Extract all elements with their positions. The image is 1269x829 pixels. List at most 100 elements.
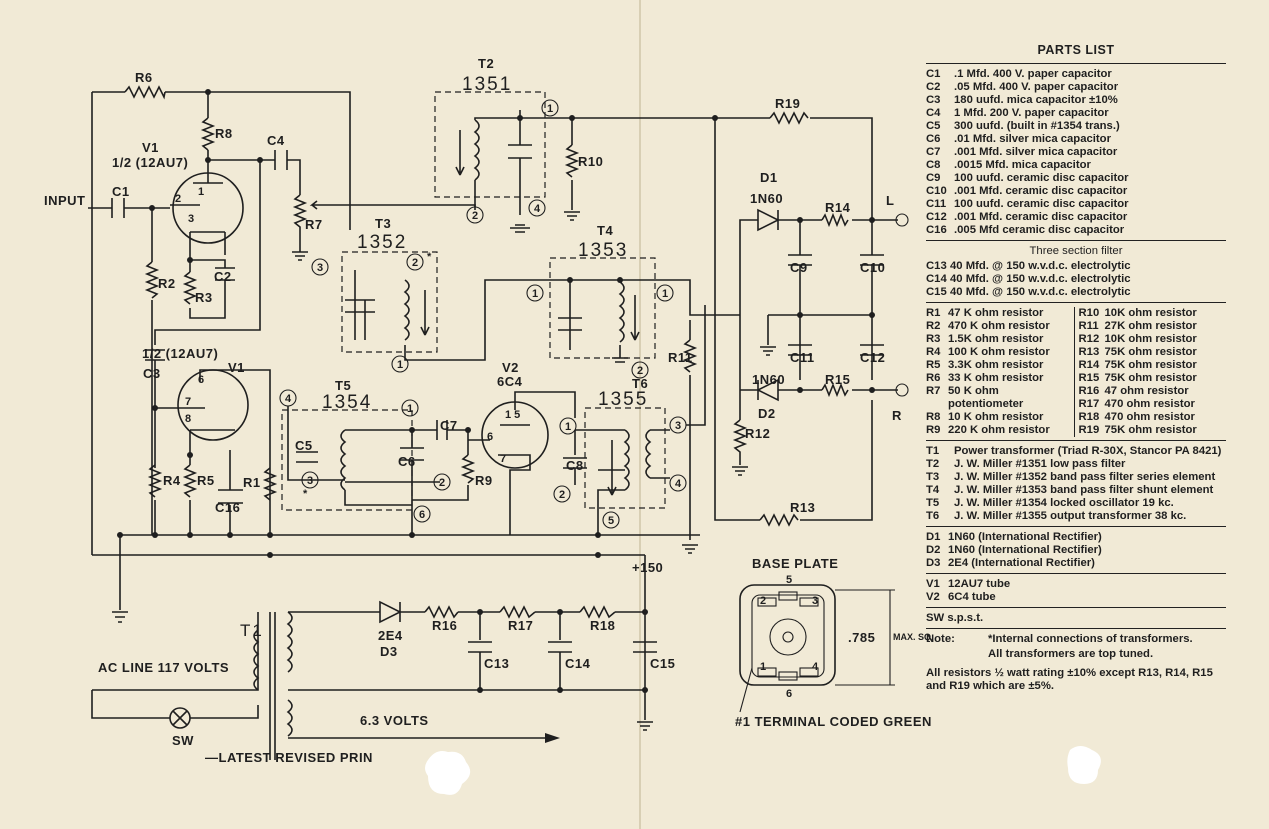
part-description: .01 Mfd. silver mica capacitor <box>954 133 1111 145</box>
part-description: 2E4 (International Rectifier) <box>948 557 1095 569</box>
part-ref: T3 <box>926 471 940 483</box>
r3-label: R3 <box>195 290 213 305</box>
r12-resistor <box>732 419 748 476</box>
r2-resistor <box>144 261 160 299</box>
v2-label: V2 <box>502 360 519 375</box>
part-ref: R2 <box>926 320 941 332</box>
svg-text:3: 3 <box>675 420 681 432</box>
capacitors-entry: C8.0015 Mfd. mica capacitor <box>926 159 1226 172</box>
t1-label: T1 <box>240 621 264 640</box>
c11-label: C11 <box>790 350 815 365</box>
t5-number: 1354 <box>322 392 372 413</box>
svg-text:2: 2 <box>559 489 565 501</box>
d2-label: D2 <box>758 406 776 421</box>
svg-text:5: 5 <box>786 574 792 586</box>
svg-text:6: 6 <box>786 688 792 700</box>
note-label: Note: <box>926 633 955 645</box>
r5-label: R5 <box>197 473 215 488</box>
part-description: Power transformer (Triad R-30X, Stancor … <box>954 445 1222 457</box>
part-description: 470 K ohm resistor <box>948 320 1050 332</box>
part-description: J. W. Miller #1352 band pass filter seri… <box>954 471 1216 483</box>
part-ref: C1 <box>926 68 941 80</box>
t3-label: T3 <box>375 216 391 231</box>
svg-text:7: 7 <box>500 453 506 465</box>
part-ref: C13 <box>926 260 947 272</box>
switch-entry: SW s.p.s.t. <box>926 612 984 624</box>
r15-resistor <box>821 382 849 398</box>
c7-capacitor <box>436 420 448 440</box>
r19-label: R19 <box>775 96 800 111</box>
v2-sub: 6C4 <box>497 374 523 389</box>
c16-label: C16 <box>215 500 240 515</box>
part-description: 12AU7 tube <box>948 578 1011 590</box>
c2-capacitor <box>215 267 235 290</box>
part-description: 3.3K ohm resistor <box>948 359 1044 371</box>
r1-resistor <box>262 467 278 501</box>
part-description: 40 Mfd. @ 150 w.v.d.c. electrolytic <box>950 273 1131 285</box>
part-ref: C6 <box>926 133 941 145</box>
capacitors-entry: C7.001 Mfd. silver mica capacitor <box>926 146 1226 159</box>
note-row: Note: *Internal connections of transform… <box>926 633 1226 646</box>
t4-transformer <box>549 257 656 359</box>
part-description: 100 uufd. ceramic disc capacitor <box>954 172 1129 184</box>
svg-text:2: 2 <box>439 477 445 489</box>
part-ref: T2 <box>926 458 940 470</box>
svg-text:1: 1 <box>407 403 413 415</box>
c5-capacitor <box>296 451 318 463</box>
r11-resistor <box>682 339 698 373</box>
part-description: J. W. Miller #1354 locked oscillator 19 … <box>954 497 1174 509</box>
sw-switch <box>169 707 191 729</box>
part-ref: D2 <box>926 544 941 556</box>
svg-text:2: 2 <box>472 210 478 222</box>
parts-list-title: PARTS LIST <box>1037 43 1115 57</box>
part-ref: R9 <box>926 424 941 436</box>
base-plate-dim-unit: MAX. SQ. <box>893 632 934 642</box>
t2-label: T2 <box>478 56 494 71</box>
part-description: 180 uufd. mica capacitor ±10% <box>954 94 1118 106</box>
svg-text:3: 3 <box>188 213 194 225</box>
svg-text:2: 2 <box>637 365 643 377</box>
part-description: 220 K ohm resistor <box>948 424 1050 436</box>
part-description: .001 Mfd. ceramic disc capacitor <box>954 211 1128 223</box>
parts-list: PARTS LIST C1.1 Mfd. 400 V. paper capaci… <box>926 44 1226 693</box>
part-ref: C8 <box>926 159 941 171</box>
part-description: 50 K ohm <box>948 385 999 397</box>
svg-text:4: 4 <box>534 203 541 215</box>
part-ref: R4 <box>926 346 941 358</box>
c3-label: C3 <box>143 366 161 381</box>
part-ref: C12 <box>926 211 947 223</box>
svg-text:2: 2 <box>412 257 418 269</box>
r3-resistor <box>182 271 198 305</box>
svg-text:1 5: 1 5 <box>505 409 520 421</box>
c14-label: C14 <box>565 656 591 671</box>
d3-diode <box>379 600 402 624</box>
transformers-entry: T5 J. W. Miller #1354 locked oscillator 1… <box>926 497 1226 510</box>
r9-resistor <box>460 454 476 484</box>
svg-text:5: 5 <box>608 515 614 527</box>
svg-text:8: 8 <box>185 413 191 425</box>
r8-resistor <box>200 117 216 151</box>
svg-text:*: * <box>303 488 308 500</box>
svg-text:2: 2 <box>175 193 181 205</box>
part-ref: C15 <box>926 286 947 298</box>
part-ref: T5 <box>926 497 940 509</box>
svg-text:4: 4 <box>675 478 682 490</box>
part-ref: R14 <box>1078 359 1100 371</box>
part-description: 300 uufd. (built in #1354 trans.) <box>954 120 1120 132</box>
v1a-label: V1 <box>142 140 159 155</box>
